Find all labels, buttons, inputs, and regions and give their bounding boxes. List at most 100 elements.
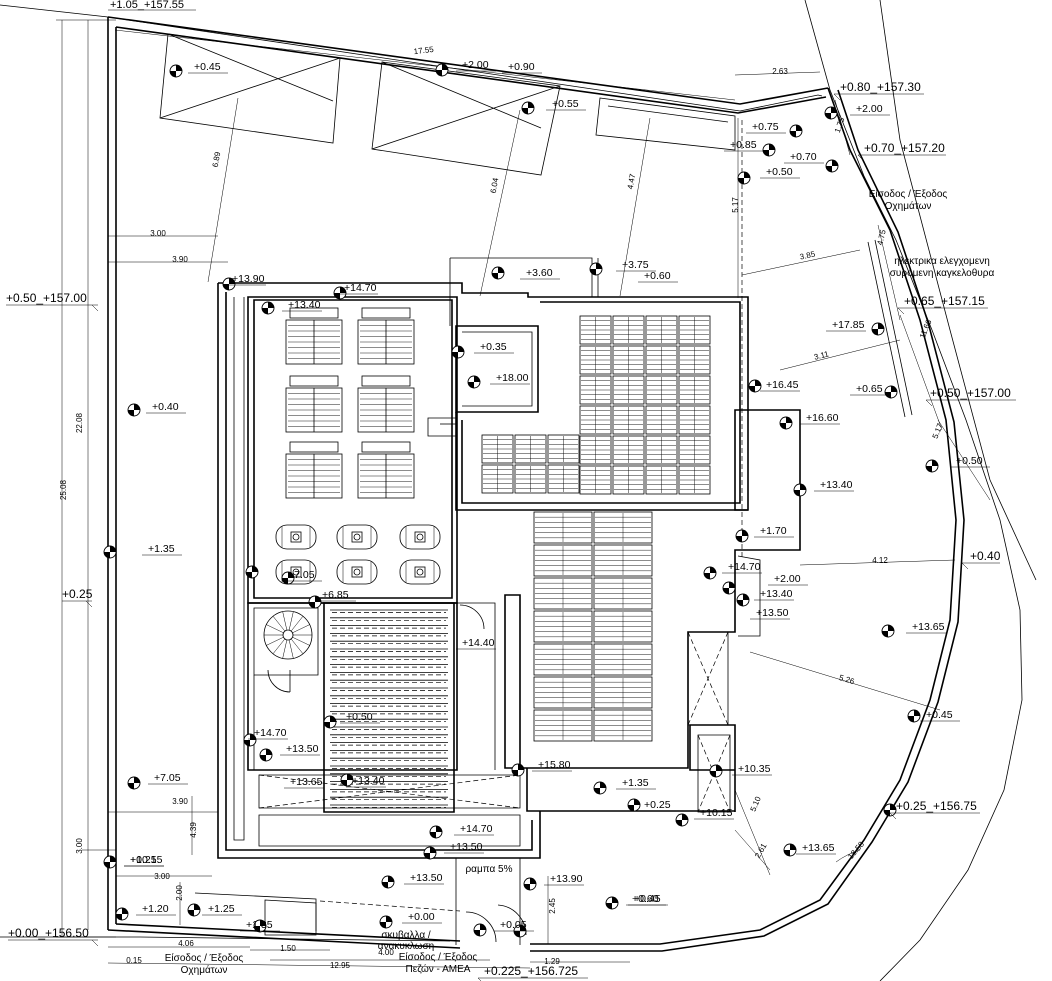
level-label: +17.85 (832, 319, 865, 331)
level-marker-icon (722, 581, 736, 595)
level-marker-quad (268, 302, 274, 308)
solar-panel (678, 375, 711, 405)
solar-panel (645, 345, 678, 375)
dimension-label: 3.00 (150, 229, 166, 238)
level-label: +16.60 (806, 412, 839, 424)
level-marker-quad (682, 814, 688, 820)
level-marker-quad (324, 722, 330, 728)
level-marker-icon (523, 877, 537, 891)
level-marker-quad (755, 380, 761, 386)
solar-panel (612, 435, 645, 465)
level-labels: +0.45+2.00+0.90+0.55+0.75+0.85+0.70+0.50… (124, 59, 990, 932)
level-marker-quad (468, 382, 474, 388)
level-marker-quad (474, 930, 480, 936)
level-marker-icon (491, 266, 505, 280)
level-marker-icon (884, 385, 898, 399)
level-marker-quad (223, 284, 229, 290)
level-marker-icon (435, 63, 449, 77)
level-label: +0.25 (130, 854, 157, 866)
level-marker-quad (786, 417, 792, 423)
level-marker-icon (451, 345, 465, 359)
level-marker-quad (334, 293, 340, 299)
spiral-tread (282, 611, 288, 631)
ac-unit-top (289, 441, 339, 453)
tank-body (336, 559, 378, 585)
level-marker-quad (436, 70, 442, 76)
tank-body (399, 524, 441, 550)
solar-panel (645, 315, 678, 345)
elev-left-025: +0.25 (62, 587, 93, 601)
level-marker-quad (528, 102, 534, 108)
level-label: +0.45 (634, 893, 661, 905)
elev-bottom-center: +0.225_+156.725 (484, 964, 578, 978)
rooftop-equipment (275, 307, 441, 585)
level-label: +0.45 (194, 61, 221, 73)
solar-panel (547, 464, 580, 494)
level-label: +10.35 (738, 763, 771, 775)
level-marker-icon (627, 798, 641, 812)
level-marker-quad (612, 897, 618, 903)
dimension-label: 6.89 (211, 151, 223, 168)
level-label: +0.70 (790, 151, 817, 163)
tank-body (336, 524, 378, 550)
solar-panel (533, 709, 593, 742)
level-marker-quad (882, 631, 888, 637)
level-marker-quad (710, 567, 716, 573)
water-tank (336, 524, 378, 550)
tank-cap (414, 566, 426, 578)
level-marker-icon (379, 915, 393, 929)
level-label: +0.75 (752, 121, 779, 133)
solar-panel (593, 709, 653, 742)
level-marker-quad (908, 716, 914, 722)
level-marker-icon (881, 624, 895, 638)
level-marker-icon (779, 416, 793, 430)
level-marker-icon (793, 483, 807, 497)
level-marker-icon (103, 545, 117, 559)
level-marker-quad (790, 844, 796, 850)
elev-top-right: +0.80_+157.30 (840, 80, 921, 94)
dimension-label: 4.75 (875, 228, 887, 246)
solar-panel (533, 511, 593, 544)
level-marker-quad (498, 267, 504, 273)
dimension-label: 4.47 (626, 173, 638, 190)
level-marker-quad (736, 536, 742, 542)
level-marker-quad (710, 771, 716, 777)
note-waste-l1: σκυβαλλα / (381, 930, 431, 941)
level-marker-quad (872, 329, 878, 335)
level-marker-quad (492, 273, 498, 279)
plot-walls (107, 16, 965, 952)
level-marker-quad (784, 850, 790, 856)
solar-panel (645, 375, 678, 405)
tank-body (399, 559, 441, 585)
level-marker-quad (932, 460, 938, 466)
level-marker-icon (735, 529, 749, 543)
solar-panel (547, 434, 580, 464)
level-marker-quad (518, 764, 524, 770)
level-marker-icon (103, 855, 117, 869)
level-marker-icon (605, 896, 619, 910)
level-marker-quad (926, 466, 932, 472)
solar-panel (579, 315, 612, 345)
dimension-label: 18.58 (846, 839, 866, 861)
solar-panel (593, 610, 653, 643)
dimension-label: 6.04 (489, 177, 501, 194)
spiral-tread (272, 638, 286, 654)
level-marker-icon (243, 733, 257, 747)
level-marker-quad (262, 308, 268, 314)
dimension-label: 1.75 (833, 116, 847, 134)
ac-unit (357, 307, 415, 365)
level-label: +1.20 (142, 903, 169, 915)
level-marker-quad (128, 783, 134, 789)
water-tank (275, 559, 317, 585)
spiral-tread (272, 616, 286, 632)
level-label: +13.40 (820, 479, 853, 491)
level-marker-quad (110, 856, 116, 862)
level-label: +3.75 (622, 259, 649, 271)
level-marker-icon (429, 825, 443, 839)
dimension-label: 0.15 (126, 956, 142, 965)
dimension-label: 2.63 (772, 67, 788, 76)
